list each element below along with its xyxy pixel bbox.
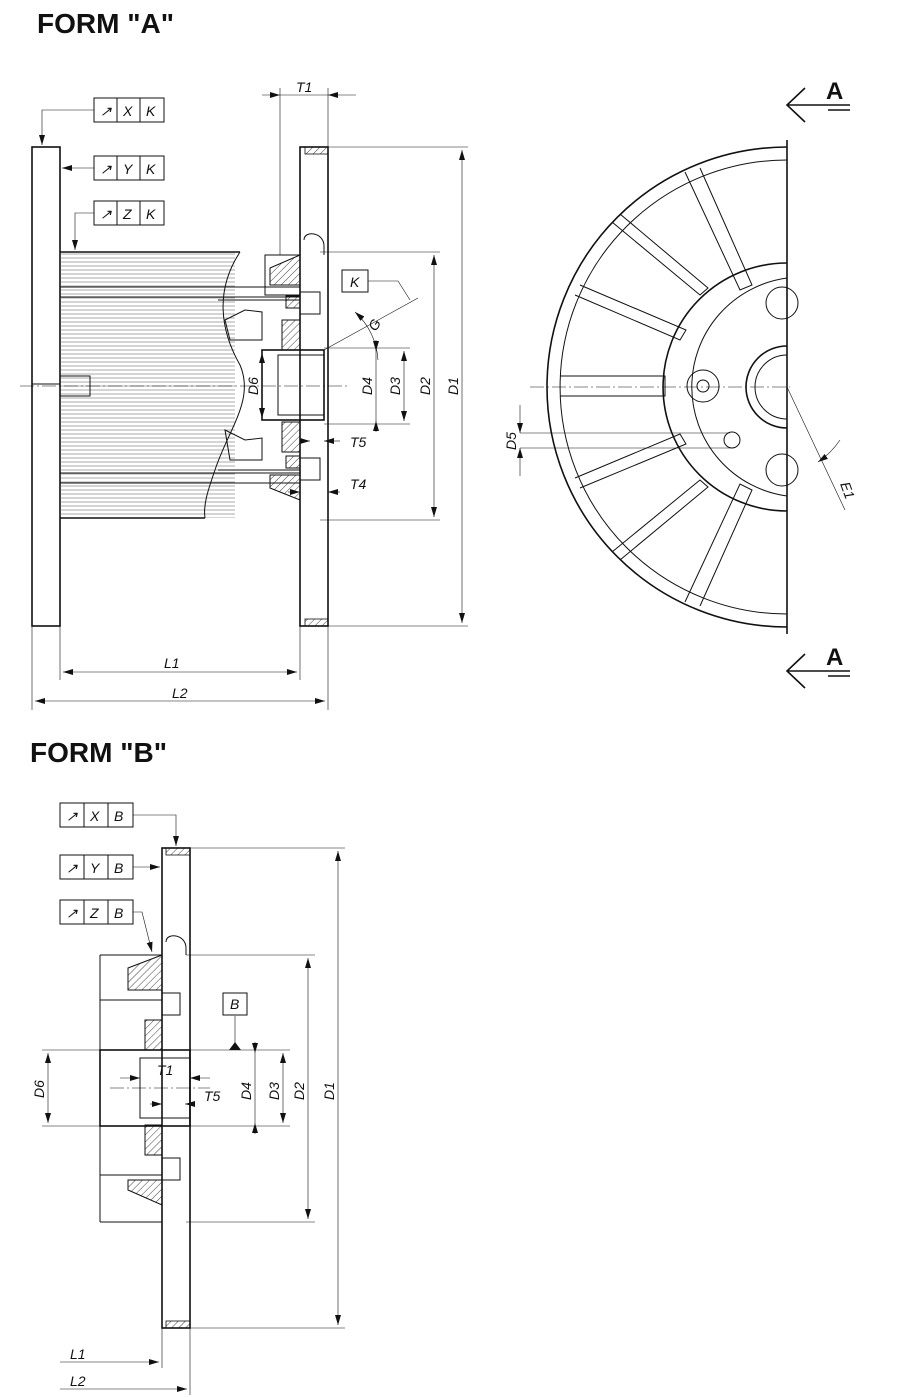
datum-k: K — [350, 274, 360, 290]
b-label-d4: D4 — [238, 1082, 254, 1100]
form-a-front-view — [20, 146, 350, 627]
fcf-ref: B — [114, 808, 123, 824]
fcf-ref: B — [114, 905, 123, 921]
form-b-fcf-2: ↗ Y B — [59, 854, 134, 880]
b-label-l2: L2 — [70, 1373, 86, 1389]
b-label-t5: T5 — [204, 1088, 221, 1104]
runout-icon: ↗ — [100, 161, 112, 177]
fcf-ref: K — [146, 161, 156, 177]
label-d4: D4 — [359, 377, 375, 395]
b-label-d3: D3 — [266, 1082, 282, 1100]
fcf-ref: X — [122, 103, 133, 119]
runout-icon: ↗ — [66, 808, 78, 824]
section-a-bottom: A — [826, 644, 843, 671]
form-a-fcf-1: ↗ X K — [93, 97, 165, 123]
datum-b-box — [222, 992, 248, 1016]
runout-icon: ↗ — [100, 103, 112, 119]
b-label-l1: L1 — [70, 1346, 86, 1362]
fcf-ref: K — [146, 206, 156, 222]
form-b-fcf-3: ↗ Z B — [59, 899, 134, 925]
form-a-side-labels: A A D5 E1 — [503, 78, 858, 671]
datum-b: B — [230, 996, 239, 1012]
section-a-top: A — [826, 78, 843, 105]
runout-icon: ↗ — [100, 206, 112, 222]
label-t5: T5 — [350, 434, 367, 450]
fcf-ref: K — [146, 103, 156, 119]
form-a-fcf-2: ↗ Y K — [93, 155, 165, 181]
label-e1: E1 — [837, 480, 858, 502]
form-a-side-view — [517, 87, 850, 689]
label-d3: D3 — [387, 377, 403, 395]
runout-icon: ↗ — [66, 905, 78, 921]
bore-tube — [261, 349, 325, 421]
b-label-d1: D1 — [321, 1082, 337, 1100]
form-b-fcf-1: ↗ X B — [59, 802, 134, 828]
fcf-ref: X — [89, 808, 100, 824]
form-a-fcf-3: ↗ Z K — [93, 200, 165, 226]
left-flange — [31, 146, 61, 627]
label-d1: D1 — [445, 377, 461, 395]
label-d6: D6 — [245, 377, 261, 395]
fcf-ref: Y — [123, 161, 134, 177]
label-l1: L1 — [164, 655, 180, 671]
b-label-d2: D2 — [291, 1082, 307, 1100]
form-b-dimensions — [42, 814, 345, 1395]
label-d2: D2 — [417, 377, 433, 395]
drum-barrel — [60, 252, 235, 518]
form-b-title: FORM "B" — [30, 737, 167, 768]
b-label-t1: T1 — [157, 1062, 173, 1078]
form-b-view — [99, 847, 210, 1329]
form-b-labels: D1 D2 D3 D4 D6 T1 T5 L1 L2 B — [31, 992, 337, 1389]
fcf-ref: Z — [89, 905, 99, 921]
form-a-title: FORM "A" — [37, 8, 174, 39]
label-t4: T4 — [350, 476, 367, 492]
b-label-d6: D6 — [31, 1080, 47, 1098]
runout-icon: ↗ — [66, 860, 78, 876]
fcf-ref: B — [114, 860, 123, 876]
fcf-ref: Z — [122, 206, 132, 222]
datum-k-box — [341, 269, 369, 293]
fcf-ref: Y — [90, 860, 101, 876]
form-a-dimensions — [31, 88, 468, 710]
label-t1: T1 — [296, 79, 312, 95]
label-d5: D5 — [503, 432, 519, 450]
label-l2: L2 — [172, 685, 188, 701]
